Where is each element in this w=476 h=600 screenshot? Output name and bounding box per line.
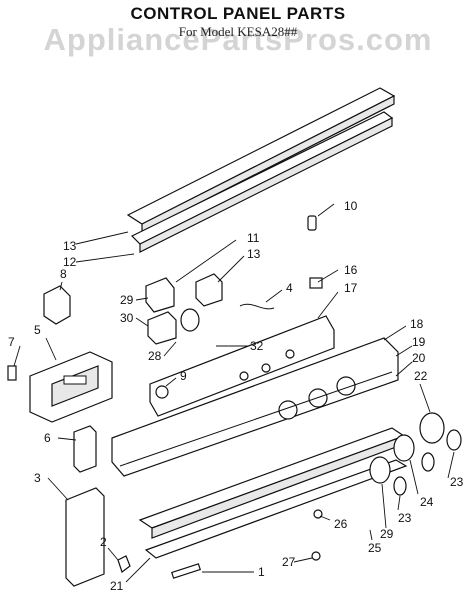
diagram-title: CONTROL PANEL PARTS bbox=[130, 4, 346, 23]
bracket-part bbox=[43, 285, 71, 325]
callout-23a: 23 bbox=[450, 475, 464, 489]
callout-12: 12 bbox=[63, 255, 77, 269]
callout-17: 17 bbox=[344, 281, 358, 295]
callout-26: 26 bbox=[334, 517, 348, 531]
callout-20: 20 bbox=[412, 351, 426, 365]
control-panel-face bbox=[149, 315, 335, 417]
callout-7: 7 bbox=[8, 335, 15, 349]
clock-timer-part bbox=[29, 351, 113, 423]
callout-4: 4 bbox=[286, 281, 293, 295]
callout-10: 10 bbox=[344, 199, 358, 213]
callout-labels: 13 12 10 8 11 13 16 4 17 29 30 5 7 bbox=[8, 199, 464, 593]
clip-part bbox=[307, 215, 317, 231]
lower-trim bbox=[138, 427, 408, 559]
small-knob bbox=[155, 385, 169, 399]
callout-23b: 23 bbox=[398, 511, 412, 525]
callout-5: 5 bbox=[34, 323, 41, 337]
main-panel bbox=[111, 337, 399, 477]
callout-2: 2 bbox=[100, 535, 107, 549]
callout-32: 32 bbox=[250, 339, 264, 353]
knobs-group bbox=[369, 412, 462, 496]
top-trim-bar bbox=[126, 87, 396, 233]
corner-clip bbox=[117, 555, 131, 573]
callout-24: 24 bbox=[420, 495, 434, 509]
callout-13: 13 bbox=[63, 239, 77, 253]
callout-6: 6 bbox=[44, 431, 51, 445]
watermark: AppliancePartsPros.com bbox=[43, 22, 433, 57]
callout-21: 21 bbox=[110, 579, 124, 593]
callout-27: 27 bbox=[282, 555, 296, 569]
callout-3: 3 bbox=[34, 471, 41, 485]
callout-11: 11 bbox=[247, 231, 260, 245]
end-cap bbox=[65, 425, 105, 587]
screw bbox=[311, 551, 321, 561]
callout-1: 1 bbox=[258, 565, 265, 579]
callout-29: 29 bbox=[380, 527, 394, 541]
switch-parts bbox=[145, 273, 223, 345]
wire-harness bbox=[239, 303, 275, 310]
callout-16: 16 bbox=[344, 263, 358, 277]
callout-31: 30 bbox=[120, 311, 134, 325]
callout-25: 25 bbox=[368, 541, 382, 555]
callout-28: 28 bbox=[148, 349, 162, 363]
callout-22: 22 bbox=[414, 369, 428, 383]
trim-piece bbox=[171, 563, 201, 579]
callout-8: 8 bbox=[60, 267, 67, 281]
callout-9: 9 bbox=[180, 369, 187, 383]
small-block bbox=[309, 277, 323, 289]
small-clip bbox=[7, 365, 17, 381]
callout-19: 19 bbox=[412, 335, 426, 349]
callout-18: 18 bbox=[410, 317, 424, 331]
trim-strip bbox=[130, 111, 394, 253]
callout-30: 29 bbox=[120, 293, 134, 307]
diagram-subtitle: For Model KESA28## bbox=[178, 24, 298, 39]
callout-14: 13 bbox=[247, 247, 261, 261]
